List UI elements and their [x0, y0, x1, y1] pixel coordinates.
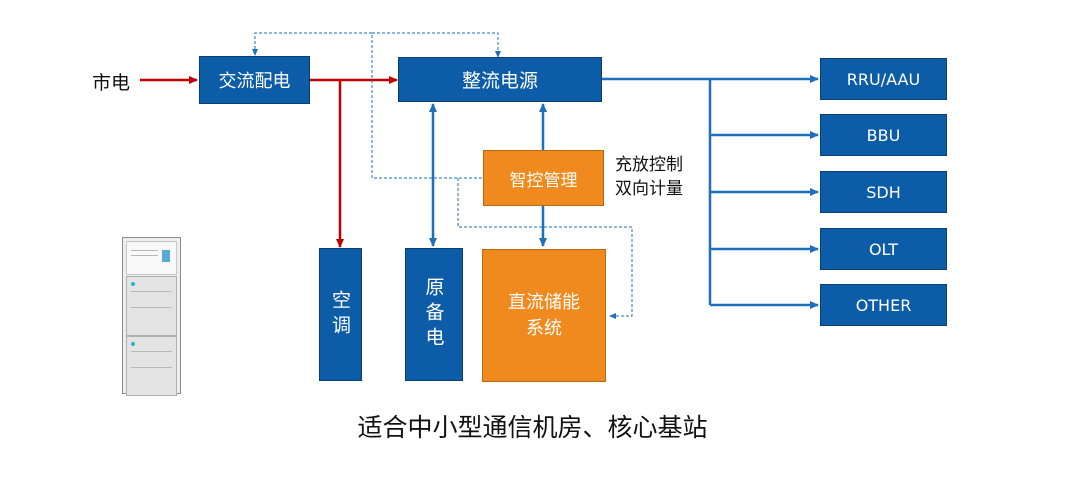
- air-conditioner-label: 空调: [329, 289, 351, 340]
- controller-note: 充放控制 双向计量: [615, 153, 683, 201]
- dc-storage-box: 直流储能 系统: [482, 249, 606, 382]
- mains-label: 市电: [92, 72, 131, 94]
- control-dotted-line: [252, 32, 482, 179]
- cabinet-control-panel: [126, 241, 177, 275]
- load-olt-box: OLT: [820, 228, 947, 270]
- dc-storage-label-line1: 直流储能: [508, 291, 580, 313]
- rectifier-box: 整流电源: [398, 57, 602, 102]
- controller-box: 智控管理: [483, 150, 604, 206]
- cabinet-module-upper: [126, 276, 177, 336]
- air-conditioner-box: 空调: [319, 248, 362, 381]
- dc-storage-label-line2: 系统: [526, 317, 562, 339]
- load-rru-aau-box: RRU/AAU: [820, 58, 947, 100]
- control-dotted-line-3: [457, 178, 633, 319]
- load-other-box: OTHER: [820, 284, 947, 326]
- energy-storage-cabinet-icon: [122, 237, 181, 396]
- load-sdh-box: SDH: [820, 171, 947, 213]
- charge-control-label: 充放控制: [615, 155, 683, 175]
- caption: 适合中小型通信机房、核心基站: [357, 413, 708, 442]
- bidirectional-metering-label: 双向计量: [615, 179, 683, 199]
- original-battery-box: 原备电: [405, 248, 463, 381]
- control-dotted-line-2: [372, 32, 501, 58]
- original-battery-label: 原备电: [422, 277, 445, 352]
- ac-distribution-box: 交流配电: [199, 56, 310, 104]
- cabinet-module-lower: [126, 336, 177, 396]
- load-bbu-box: BBU: [820, 114, 947, 156]
